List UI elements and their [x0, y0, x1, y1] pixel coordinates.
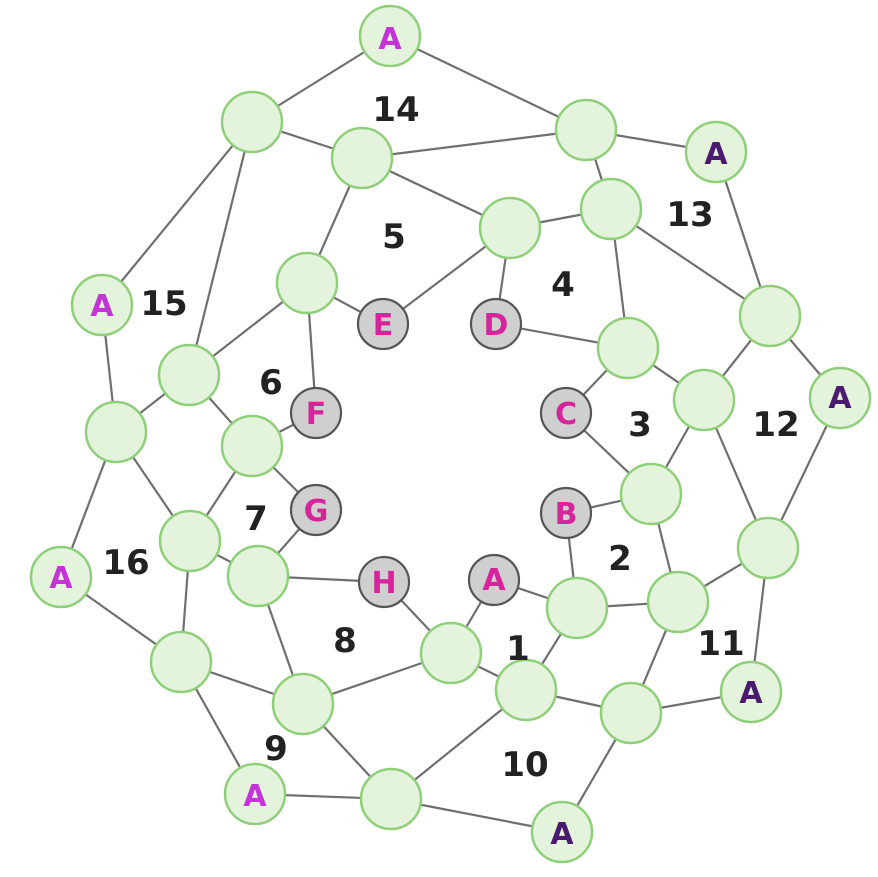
inner-label-f: F [306, 397, 327, 432]
face-number-15: 15 [140, 284, 187, 324]
face-number-7: 7 [244, 499, 268, 539]
inner-label-a: A [482, 563, 506, 598]
node-iF [289, 386, 343, 440]
outer-label-a-top-left: A [90, 289, 114, 324]
face-number-10: 10 [501, 745, 548, 785]
edge-oA_top-n3 [388, 34, 588, 132]
node-n23 [599, 681, 663, 745]
node-n1 [220, 90, 284, 154]
node-n14 [736, 516, 800, 580]
node-oA_top [358, 4, 422, 68]
inner-label-h: H [371, 566, 396, 601]
node-iB [539, 486, 593, 540]
node-oA_bl [223, 762, 287, 826]
node-n24 [359, 767, 423, 831]
node-n12 [220, 414, 284, 478]
node-n20 [149, 630, 213, 694]
node-n19 [419, 621, 483, 685]
outer-label-a-right: A [828, 381, 852, 416]
inner-label-c: C [555, 397, 577, 432]
node-n15 [158, 509, 222, 573]
labels-layer: A B C D E F G H A A A A A A A A 1 2 3 4 … [49, 22, 852, 852]
face-number-13: 13 [666, 195, 713, 235]
outer-label-a-top-right: A [704, 137, 728, 172]
inner-label-g: G [304, 494, 329, 529]
face-number-11: 11 [697, 624, 744, 664]
face-number-16: 16 [102, 543, 149, 583]
face-number-4: 4 [551, 265, 575, 305]
node-iD [469, 297, 523, 351]
node-n7 [275, 251, 339, 315]
edge-n2-n3 [360, 128, 588, 160]
node-n11 [84, 400, 148, 464]
node-n17 [646, 570, 710, 634]
node-n3 [554, 98, 618, 162]
node-oA_r [808, 366, 872, 430]
node-oA_tr [684, 120, 748, 184]
outer-label-a-left: A [49, 561, 73, 596]
node-n2 [330, 126, 394, 190]
node-iG [289, 483, 343, 537]
inner-label-b: B [555, 497, 578, 532]
face-number-6: 6 [259, 363, 283, 403]
outer-label-a-bottom-left: A [243, 779, 267, 814]
outer-label-a-bottom: A [550, 817, 574, 852]
node-n16 [226, 544, 290, 608]
node-n6 [738, 284, 802, 348]
node-iH [357, 555, 411, 609]
edge-n4-n6 [609, 207, 772, 318]
node-n21 [494, 658, 558, 722]
node-n10 [157, 343, 221, 407]
inner-label-e: E [373, 308, 394, 343]
node-iA [467, 553, 521, 607]
node-oA_br [719, 660, 783, 724]
node-oA_tl [70, 273, 134, 337]
inner-label-d: D [484, 308, 509, 343]
node-n5 [478, 196, 542, 260]
node-iE [356, 297, 410, 351]
edge-n1-oA_tl [100, 120, 254, 307]
node-oA_b [530, 800, 594, 864]
outer-label-a-bottom-right: A [739, 676, 763, 711]
node-oA_l [29, 545, 93, 609]
face-number-12: 12 [752, 405, 799, 445]
face-number-8: 8 [333, 621, 357, 661]
face-number-1: 1 [506, 629, 530, 669]
node-n18 [545, 576, 609, 640]
outer-label-a-top: A [378, 22, 402, 57]
face-number-9: 9 [264, 729, 288, 769]
face-number-3: 3 [628, 405, 652, 445]
face-number-2: 2 [608, 539, 632, 579]
edge-n1-n10 [187, 120, 254, 377]
node-iC [539, 386, 593, 440]
node-n4 [579, 177, 643, 241]
node-n8 [596, 316, 660, 380]
node-n9 [672, 368, 736, 432]
face-number-14: 14 [372, 90, 419, 130]
node-n13 [619, 462, 683, 526]
face-number-5: 5 [382, 217, 406, 257]
nodes-layer [29, 4, 872, 864]
node-n22 [271, 672, 335, 736]
